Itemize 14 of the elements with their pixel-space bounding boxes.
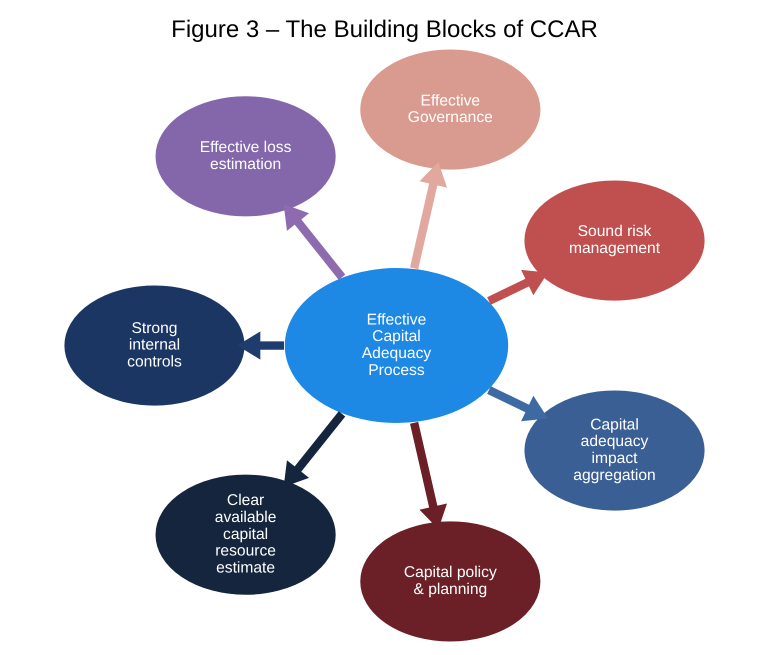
node-ellipse: Capital policy & planning: [358, 520, 542, 643]
node-ellipse: Clear available capital resource estimate: [154, 473, 336, 596]
arrow: [486, 270, 548, 305]
arrow: [283, 204, 345, 280]
node-ellipse: Effective Capital Adequacy Process: [283, 266, 509, 424]
node-ellipse: Effective Governance: [358, 48, 542, 171]
arrow: [486, 386, 548, 422]
node-ellipse: Strong internal controls: [62, 284, 246, 407]
arrow: [236, 331, 284, 360]
node-ellipse: Effective loss estimation: [154, 95, 336, 218]
diagram-title: Figure 3 – The Building Blocks of CCAR: [170, 16, 598, 43]
node-ellipse: Sound risk management: [522, 179, 706, 302]
node-ellipse: Capital adequacy impact aggregation: [522, 389, 706, 512]
arrow: [410, 162, 447, 270]
